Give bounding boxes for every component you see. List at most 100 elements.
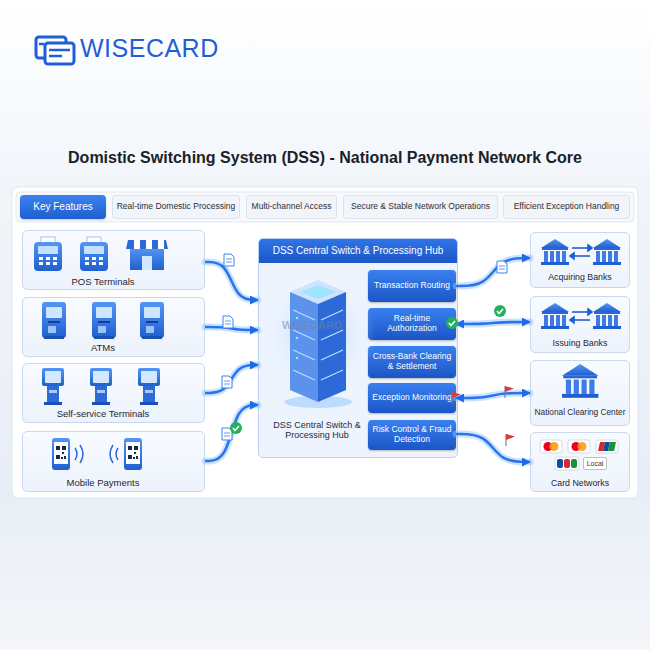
- connector-arrow: [205, 262, 258, 300]
- box-label: DSS Central Switch & Processing Hub: [267, 415, 367, 445]
- bank-icons-part-part: [572, 311, 588, 313]
- bank-icons-part: [570, 245, 592, 323]
- channel-box: Mobile Payments: [22, 431, 205, 492]
- server-illustration-part: [284, 396, 352, 408]
- pos-terminal-icons-part-part: [142, 256, 152, 270]
- card-network-logos-part-part: [608, 442, 616, 451]
- bank-icons-part-part: [574, 255, 590, 257]
- channel-box: ATMs: [22, 297, 205, 357]
- bank-icons-part-part: [570, 253, 574, 259]
- pos-terminal-icons-part-part: [146, 240, 152, 249]
- pos-terminal-icons-part: [34, 237, 62, 271]
- server-illustration-part: [318, 292, 346, 402]
- box-label: Real-time Authorization: [368, 308, 456, 340]
- pos-terminal-icons-part-part: [126, 240, 168, 249]
- logo-icon-part: [45, 43, 74, 64]
- server-illustration-part-part: [296, 357, 299, 360]
- flow-markers-part: [222, 376, 232, 388]
- server-illustration-part: [296, 317, 299, 360]
- pos-terminal-icons-part-part: [130, 248, 164, 270]
- server-illustration-part-part: [321, 310, 343, 320]
- connector-group: [456, 258, 530, 286]
- server-illustration-part: [290, 280, 346, 304]
- server-illustration-part-part: [296, 317, 299, 320]
- kiosk-icons-part: [138, 368, 160, 405]
- atm-icons: [42, 302, 164, 339]
- server-illustration-part-part: [293, 310, 315, 320]
- mobile-icons: [52, 438, 142, 470]
- channel-box: POS Terminals: [22, 230, 205, 290]
- card-network-logos-part-part: [544, 442, 553, 451]
- card-network-logos-part-part: [540, 440, 562, 453]
- bank-icons-part: [562, 364, 598, 398]
- bank-icons-part-part: [588, 309, 592, 315]
- server-illustration-part-part: [296, 337, 299, 340]
- server-illustration: [260, 277, 376, 408]
- connector-glow: [205, 365, 258, 393]
- box-label: ATMs: [23, 341, 183, 355]
- box-label: Exception Monitoring: [368, 383, 456, 413]
- server-illustration-part: [300, 285, 336, 299]
- feature-tag: Real-time Domestic Processing: [112, 195, 240, 219]
- box-label: National Clearing Center: [531, 405, 629, 421]
- bank-icons-part-part: [570, 317, 574, 323]
- box-label: POS Terminals: [23, 275, 183, 289]
- box-label: Real-time Domestic Processing: [113, 196, 239, 218]
- flow-markers-part: [506, 434, 515, 446]
- bank-icons-part: [541, 239, 569, 265]
- feature-tag: Secure & Stable Network Operations: [343, 195, 498, 219]
- card-network-logos-part-part: [571, 459, 577, 468]
- card-network-logos-part: [596, 440, 618, 453]
- box-label: Self-service Terminals: [23, 407, 183, 421]
- pos-terminal-icons: [34, 237, 168, 271]
- bank-icons-part: [593, 239, 621, 265]
- kiosk-icons-part: [42, 368, 64, 405]
- connector-group: [456, 322, 530, 324]
- mobile-icons-part-part: [80, 445, 83, 463]
- card-network-logos-part: [555, 457, 579, 470]
- connector-group: [205, 327, 258, 330]
- flow-markers-part: [446, 317, 458, 329]
- channel-box: Self-service Terminals: [22, 363, 205, 423]
- feature-tag: Efficient Exception Handling: [503, 195, 630, 219]
- connector-arrow: [456, 258, 530, 286]
- flow-markers-part: [223, 316, 233, 328]
- server-illustration-part-part: [321, 370, 343, 380]
- box-label: Transaction Routing: [368, 270, 456, 302]
- card-network-logos-part-part: [555, 457, 579, 470]
- card-network-logos-part-part: [596, 440, 618, 453]
- logo-icon-part: [49, 49, 70, 52]
- bank-icons-part-part: [562, 364, 598, 398]
- box-label: Key Features: [20, 195, 106, 219]
- feature-button: Key Features: [20, 195, 106, 219]
- bank-icons-part: [541, 303, 569, 329]
- connector-arrow: [205, 405, 258, 461]
- connector-group: [205, 405, 258, 461]
- card-network-logos-part-part: [557, 459, 563, 468]
- box-label: Issuing Banks: [531, 337, 629, 351]
- mobile-icons-part: [52, 438, 70, 470]
- card-network-logos-part-part: [603, 442, 610, 451]
- flow-markers-part: [452, 392, 461, 404]
- function-box: Risk Control & Fraud Detection: [368, 420, 456, 450]
- server-illustration-part-part: [293, 350, 315, 360]
- connector-arrow: [456, 434, 530, 462]
- bank-icons-part-part: [572, 247, 588, 249]
- connector-group: [205, 365, 258, 393]
- card-network-logos-part: [540, 440, 562, 453]
- mobile-icons-part: [75, 445, 118, 463]
- card-network-logos-part-part: [568, 440, 590, 453]
- mobile-icons-part-part: [116, 448, 118, 460]
- atm-icons-part: [42, 302, 66, 339]
- pos-terminal-icons-part-part: [158, 240, 164, 249]
- connector-group: [456, 434, 530, 462]
- box-label: DSS Central Switch & Processing Hub: [259, 239, 457, 263]
- mobile-icons-part: [124, 438, 142, 470]
- bank-icons-part: [593, 303, 621, 329]
- connector-glow: [456, 434, 530, 462]
- pos-terminal-icons-part: [126, 240, 168, 270]
- connector-glow: [205, 405, 258, 461]
